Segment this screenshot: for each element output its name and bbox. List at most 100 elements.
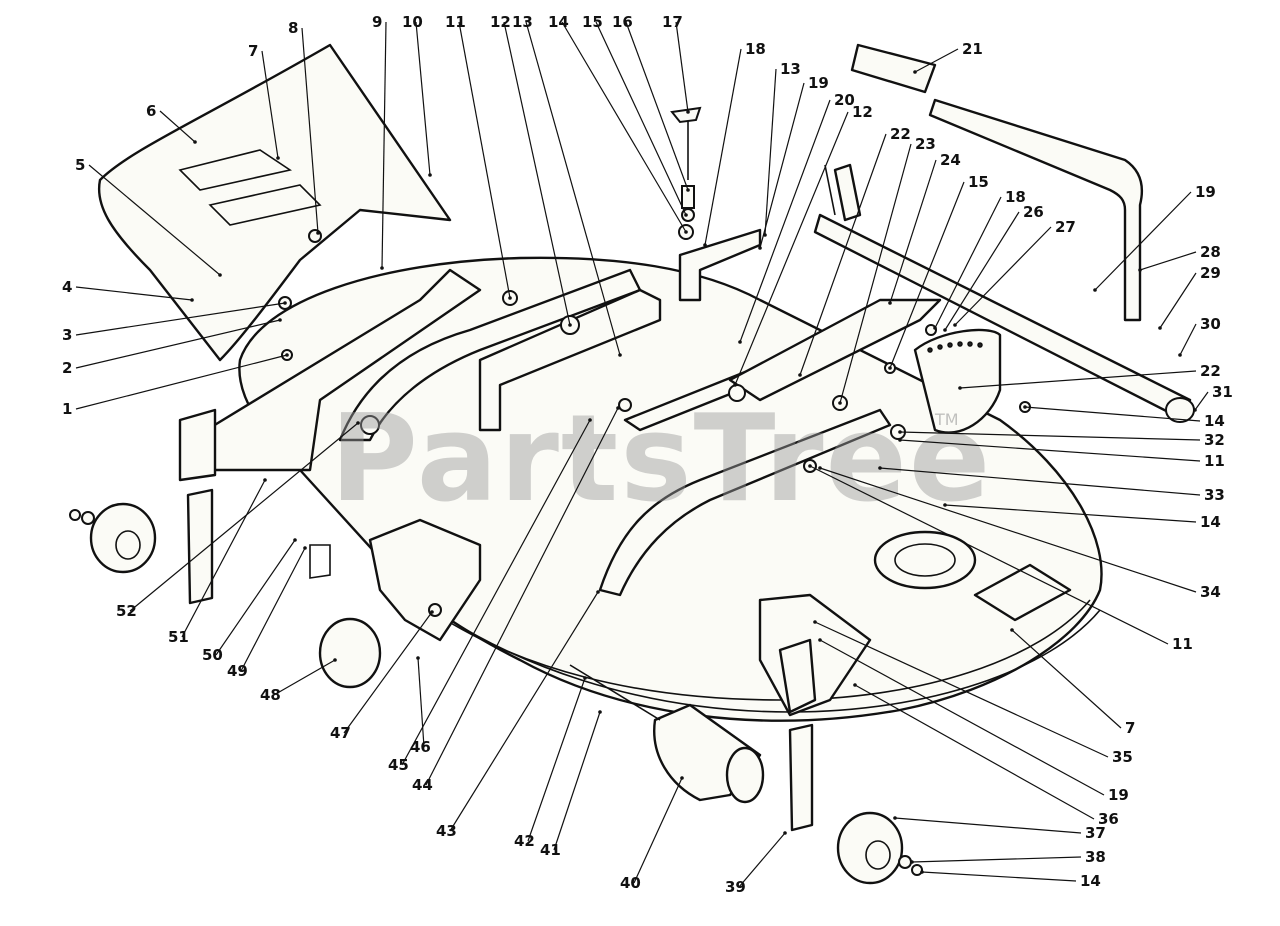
leader-line <box>1139 251 1197 271</box>
leader-dot <box>888 301 892 305</box>
leader-dot <box>1093 288 1097 292</box>
callout-label: 33 <box>1204 486 1225 504</box>
leader-dot <box>616 406 620 410</box>
leader-line <box>633 777 683 884</box>
callout-46: 46 <box>410 656 431 756</box>
leader-dot <box>893 816 897 820</box>
leader-line <box>1011 629 1122 729</box>
callout-29: 29 <box>1158 264 1221 330</box>
leader-dot <box>943 328 947 332</box>
callout-label: 3 <box>62 326 72 344</box>
leader-dot <box>818 638 822 642</box>
callout-19: 19 <box>1093 183 1216 292</box>
callout-52: 52 <box>116 421 360 620</box>
leader-dot <box>888 366 892 370</box>
leader-dot <box>838 401 842 405</box>
leader-dot <box>958 386 962 390</box>
callout-11: 11 <box>445 13 512 300</box>
leader-line <box>561 21 687 233</box>
callout-label: 41 <box>540 841 561 859</box>
leader-line <box>503 21 571 326</box>
leader-dot <box>818 466 822 470</box>
leader-line <box>553 711 601 851</box>
leader-line <box>525 21 621 356</box>
callout-39: 39 <box>725 831 787 896</box>
callout-label: 43 <box>436 822 457 840</box>
callout-14: 14 <box>920 870 1101 890</box>
callout-label: 36 <box>1098 810 1119 828</box>
leader-line <box>889 181 965 369</box>
leader-line <box>675 21 689 113</box>
leader-line <box>1179 323 1197 356</box>
callout-14: 14 <box>1023 405 1225 430</box>
leader-dot <box>798 373 802 377</box>
callout-label: 12 <box>852 103 873 121</box>
leader-dot <box>733 383 737 387</box>
leader-line <box>181 479 266 638</box>
leader-line <box>595 21 687 216</box>
callout-21: 21 <box>913 40 983 74</box>
leader-line <box>914 48 959 73</box>
callout-label: 9 <box>372 13 382 31</box>
callout-label: 28 <box>1200 243 1221 261</box>
callout-label: 14 <box>548 13 569 31</box>
callout-label: 48 <box>260 686 281 704</box>
callout-label: 19 <box>1195 183 1216 201</box>
callout-17: 17 <box>662 13 690 114</box>
leader-line <box>301 27 319 234</box>
callout-label: 18 <box>745 40 766 58</box>
callout-label: 42 <box>514 832 535 850</box>
callout-14: 14 <box>943 503 1221 531</box>
callout-label: 51 <box>168 628 189 646</box>
leader-line <box>527 677 586 842</box>
callout-label: 16 <box>612 13 633 31</box>
callout-18: 18 <box>703 40 766 247</box>
leader-dot <box>684 230 688 234</box>
callout-11: 11 <box>898 438 1225 470</box>
callout-label: 19 <box>1108 786 1129 804</box>
callout-47: 47 <box>330 610 434 742</box>
leader-dot <box>878 466 882 470</box>
callout-label: 46 <box>410 738 431 756</box>
leader-line <box>911 856 1082 863</box>
callout-6: 6 <box>146 102 197 144</box>
callout-19: 19 <box>758 74 829 250</box>
leader-line <box>425 407 619 786</box>
decal-chute <box>178 149 293 191</box>
callout-9: 9 <box>372 13 387 270</box>
leader-line <box>75 302 286 336</box>
callout-label: 34 <box>1200 583 1221 601</box>
callout-15: 15 <box>582 13 688 217</box>
leader-dot <box>430 610 434 614</box>
leader-dot <box>416 656 420 660</box>
callout-label: 26 <box>1023 203 1044 221</box>
leader-dot <box>898 438 902 442</box>
callout-label: 10 <box>402 13 423 31</box>
leader-dot <box>333 658 337 662</box>
callout-label: 13 <box>512 13 533 31</box>
callout-48: 48 <box>260 658 337 704</box>
wheel-bracket-right <box>788 723 814 832</box>
leader-dot <box>680 776 684 780</box>
leader-dot <box>910 860 914 864</box>
callout-label: 8 <box>288 19 298 37</box>
leader-line <box>944 211 1020 331</box>
callout-label: 18 <box>1005 188 1026 206</box>
callout-label: 11 <box>1172 635 1193 653</box>
callout-label: 44 <box>412 776 433 794</box>
leader-line <box>889 159 937 304</box>
leader-line <box>415 21 431 176</box>
callout-42: 42 <box>514 676 587 850</box>
callout-label: 7 <box>248 42 258 60</box>
callout-22: 22 <box>798 125 911 377</box>
leader-line <box>944 504 1197 523</box>
leader-line <box>417 657 425 748</box>
leader-dot <box>303 546 307 550</box>
callout-19: 19 <box>818 638 1129 804</box>
leader-line <box>899 431 1201 441</box>
leader-dot <box>1178 353 1182 357</box>
callout-label: 21 <box>962 40 983 58</box>
callout-35: 35 <box>813 620 1133 766</box>
